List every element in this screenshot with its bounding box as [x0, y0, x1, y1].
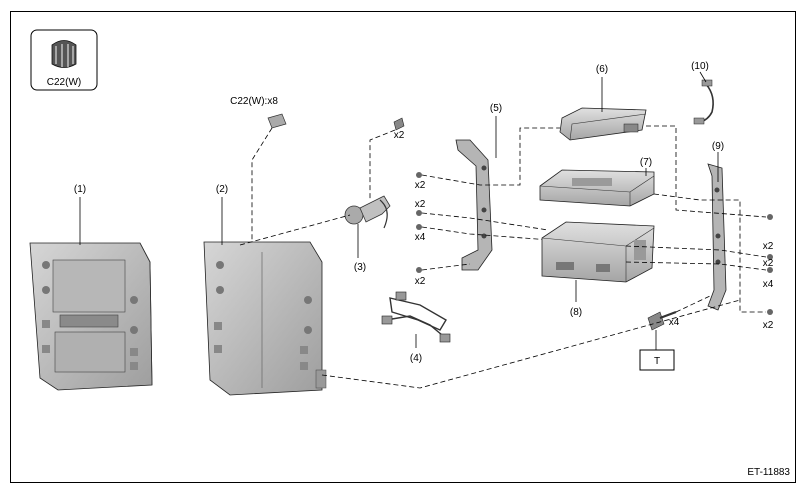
clip-icon	[51, 40, 77, 68]
part-2-panel	[203, 241, 327, 396]
callout-9: (9)	[712, 141, 724, 152]
callout-1: (1)	[74, 184, 86, 195]
leader-clips	[251, 127, 273, 242]
clip-icon-small	[267, 113, 287, 129]
part-6-module	[559, 107, 647, 141]
leader-r3	[625, 261, 767, 271]
leader-bolt	[675, 295, 711, 313]
quantity-l4: x2	[415, 276, 426, 287]
callout-6: (6)	[596, 64, 608, 75]
part-1-panel	[29, 242, 153, 391]
right-screws	[767, 214, 773, 315]
figure-id: ET-11883	[747, 467, 790, 478]
legend-code: C22(W)	[47, 77, 81, 88]
screw-icon	[393, 117, 405, 131]
part-7-tray	[539, 169, 655, 207]
diagram-frame	[10, 11, 796, 483]
quantity-l1: x2	[415, 180, 426, 191]
part-3-connector	[344, 195, 391, 229]
leader-r1	[646, 125, 767, 218]
callout-3: (3)	[354, 262, 366, 273]
quantity-r1: x2	[763, 241, 774, 252]
clips-quantity: C22(W):x8	[230, 96, 278, 107]
part-4-harness	[381, 291, 451, 343]
callout-10: (10)	[691, 61, 709, 72]
part-5-bracket	[455, 139, 493, 271]
quantity-l3: x4	[415, 232, 426, 243]
leader-panel-connector	[239, 214, 351, 246]
part-8-unit	[541, 221, 655, 283]
leader-r4	[653, 193, 766, 313]
quantity-r4: x2	[763, 320, 774, 331]
callout-2: (2)	[216, 184, 228, 195]
leader-10	[699, 71, 707, 83]
torque-label: T	[654, 356, 660, 367]
quantity-r2: x2	[763, 258, 774, 269]
leader-panel-bottom	[321, 299, 741, 389]
torque-box	[639, 349, 675, 371]
leader-l2	[421, 212, 549, 231]
callout-7: (7)	[640, 157, 652, 168]
legend-box: C22(W)	[30, 29, 98, 91]
leader-l4	[421, 263, 471, 271]
callout-5: (5)	[490, 103, 502, 114]
part-9-bracket	[707, 163, 727, 311]
quantity-p3-top: x2	[394, 130, 405, 141]
bolt-icon	[647, 310, 677, 331]
left-screws	[416, 172, 422, 273]
quantity-l2: x2	[415, 199, 426, 210]
quantity-bolt: x4	[669, 317, 680, 328]
leader-l3	[421, 226, 551, 241]
callout-8: (8)	[570, 307, 582, 318]
leader-l1	[421, 127, 560, 186]
quantity-r3: x4	[763, 279, 774, 290]
part-10-cable	[693, 79, 714, 125]
leader-3-top	[369, 129, 396, 200]
callout-4: (4)	[410, 353, 422, 364]
